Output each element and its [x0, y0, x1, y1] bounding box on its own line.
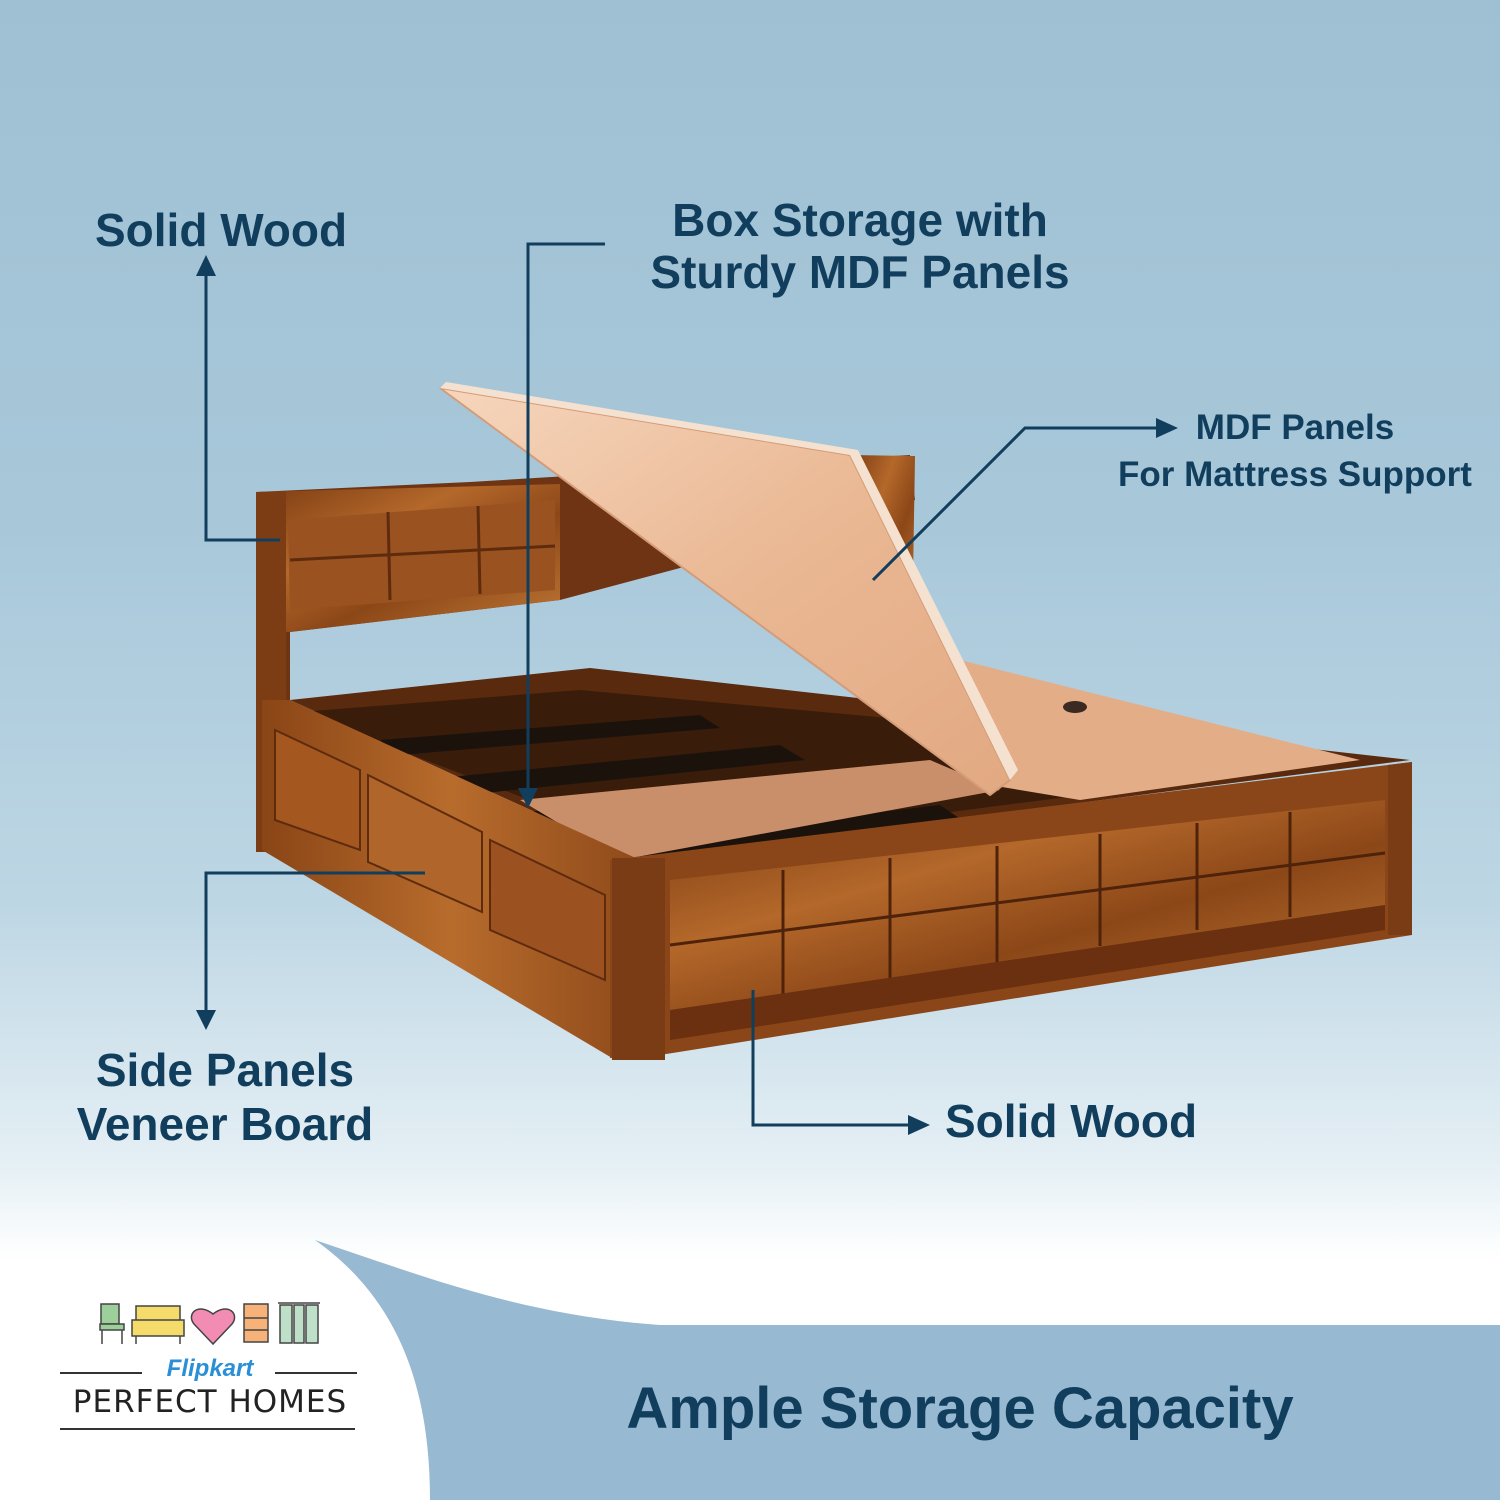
callout-text: Solid Wood [95, 204, 348, 256]
callout-solid-wood-front: Solid Wood [945, 1095, 1198, 1148]
callout-text-line-2: Sturdy MDF Panels [650, 245, 1070, 298]
logo-divider [275, 1372, 357, 1374]
heart-icon [190, 1308, 236, 1346]
callout-text-line-2: Veneer Board [76, 1098, 374, 1151]
callout-side-panels: Side Panels Veneer Board [55, 1043, 395, 1152]
cabinet-icon [243, 1303, 269, 1343]
callout-text-line-1: Box Storage with [672, 194, 1048, 246]
logo-underline [60, 1428, 355, 1430]
brand-name-bottom: PERFECT HOMES [72, 1384, 348, 1420]
sofa-icon [131, 1305, 185, 1344]
callout-solid-wood-headboard: Solid Wood [95, 204, 348, 257]
furniture-icons [99, 1302, 320, 1346]
brand-name-top: Flipkart [166, 1355, 254, 1382]
chair-icon [99, 1303, 125, 1344]
curtain-icon [278, 1302, 320, 1344]
callout-mdf-panels: MDF Panels For Mattress Support [1100, 405, 1490, 499]
callout-text-line-1: Side Panels [95, 1044, 355, 1096]
callout-text-line-1: MDF Panels [1195, 408, 1395, 447]
tagline: Ample Storage Capacity [626, 1376, 1294, 1441]
callout-text-line-2: For Mattress Support [1118, 454, 1472, 494]
logo-divider [60, 1372, 142, 1374]
callout-text: Solid Wood [945, 1095, 1198, 1147]
side-panel-left [262, 700, 640, 1060]
callout-box-storage: Box Storage with Sturdy MDF Panels [590, 194, 1130, 298]
